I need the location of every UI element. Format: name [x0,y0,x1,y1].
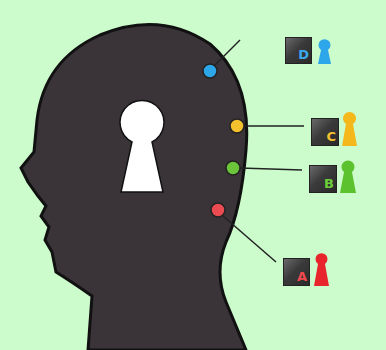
yellow-key [342,112,357,146]
letter-box: C [311,118,339,146]
leader-line [244,125,304,127]
letter-box: D [285,37,312,64]
red-key [314,253,329,286]
box-letter: A [297,270,309,285]
green-dot [226,161,240,175]
box-letter: C [326,130,338,145]
box-letter: D [298,48,311,63]
head-silhouette [21,24,247,350]
yellow-dot [230,119,244,133]
green-key [340,160,356,193]
box-letter: B [324,177,336,192]
letter-box: B [309,165,337,193]
blue-dot [203,64,217,78]
blue-key [318,39,331,64]
keyhole [120,100,164,192]
letter-box: A [283,258,310,286]
red-dot [211,203,225,217]
leader-line [240,168,302,170]
leader-line [214,40,240,66]
leader-line [223,216,276,262]
